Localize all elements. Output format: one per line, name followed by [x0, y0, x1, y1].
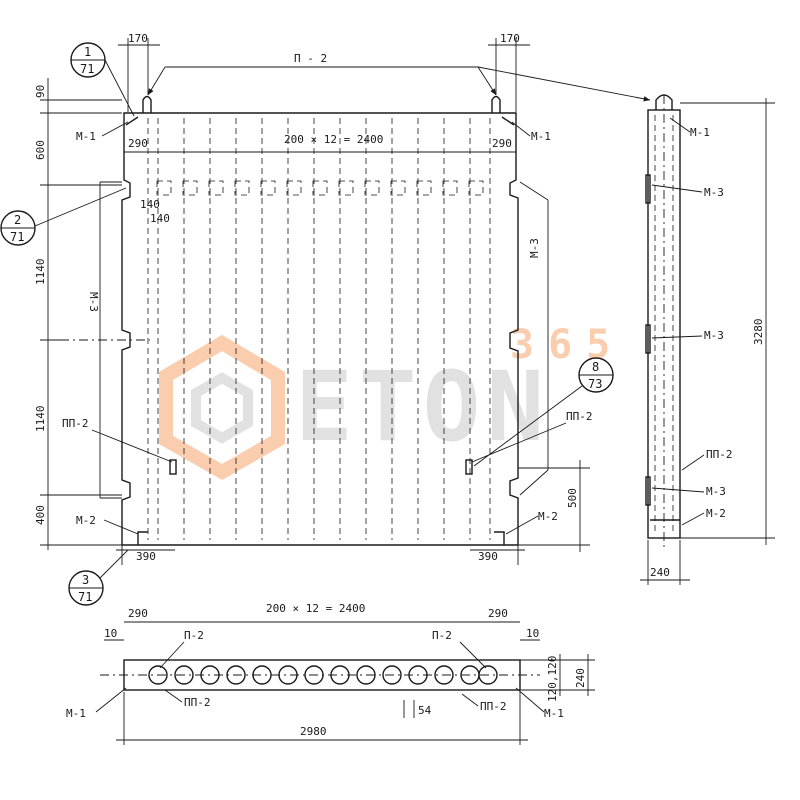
plan-label-p2-left: П-2	[184, 629, 204, 642]
callout-8-top: 8	[592, 360, 599, 374]
plan-dim-120: 120,120	[546, 656, 559, 702]
dim-290-right: 290	[492, 137, 512, 150]
plan-dim-290-left: 290	[128, 607, 148, 620]
plan-dim-54: 54	[418, 704, 432, 717]
side-m3-a	[645, 174, 651, 204]
callout-8-bottom: 73	[588, 377, 602, 391]
dim-500: 500	[566, 488, 579, 508]
dim-170-right: 170	[500, 32, 520, 45]
plan-dim-290-right: 290	[488, 607, 508, 620]
callout-2-71: 2 71	[0, 187, 127, 246]
plan-view: 290 200 × 12 = 2400 290 10 10 П-2 П-2 ПП…	[66, 602, 595, 745]
dim-170-left: 170	[128, 32, 148, 45]
panel-outline	[121, 112, 519, 546]
embed-m1-right	[501, 116, 515, 126]
front-view: 90 600 1140 1140 400 170 170 П - 2	[0, 32, 651, 606]
label-m1-left: М-1	[76, 130, 96, 143]
dim-140-b: 140	[150, 212, 170, 225]
dim-pitch-front: 200 × 12 = 2400	[284, 133, 383, 146]
plan-label-m1-right: М-1	[544, 707, 564, 720]
plan-dim-total: 2980	[300, 725, 327, 738]
label-m2-right: М-2	[538, 510, 558, 523]
side-label-m3-b: М-3	[704, 329, 724, 342]
plan-label-m1-left: М-1	[66, 707, 86, 720]
label-m1-right: М-1	[531, 130, 551, 143]
left-dimension-chain: 90 600 1140 1140 400	[34, 78, 122, 550]
side-label-pp2: ПП-2	[706, 448, 733, 461]
plan-label-p2-right: П-2	[432, 629, 452, 642]
watermark-logo-icon	[159, 334, 285, 481]
plan-voids	[148, 665, 498, 685]
dim-400: 400	[34, 505, 47, 525]
dim-90: 90	[34, 85, 47, 98]
watermark-number: 365	[510, 322, 624, 368]
callout-1-top: 1	[84, 45, 91, 59]
dim-390-right: 390	[478, 550, 498, 563]
callout-3-71: 3 71	[68, 549, 129, 606]
side-label-m3-a: М-3	[704, 186, 724, 199]
upper-inner-dims: 290 200 × 12 = 2400 290 140 140	[124, 133, 516, 225]
embed-m1-left	[125, 116, 139, 126]
label-p2-group: П - 2	[147, 52, 651, 102]
side-dim-width: 240	[650, 566, 670, 579]
side-m3-c	[645, 476, 651, 506]
side-view: М-1 М-3 М-3 ПП-2 М-3 М-2 3280 240	[640, 94, 775, 585]
side-dim-height: 3280	[752, 319, 765, 346]
embed-pp2-right	[465, 459, 473, 475]
callout-3-top: 3	[82, 573, 89, 587]
bottom-dims-390: 390 390	[116, 545, 525, 565]
label-m3-right: М-3	[528, 238, 541, 258]
void-hidden-lines	[147, 118, 491, 540]
dim-390-left: 390	[136, 550, 156, 563]
m3-right-group: М-3	[519, 181, 549, 496]
label-pp2-right: ПП-2	[566, 410, 593, 423]
callout-8-73: 8 73	[473, 357, 614, 467]
callout-1-71: 1 71	[70, 42, 135, 117]
side-m3-b	[645, 324, 651, 354]
plan-dim-240: 240	[574, 668, 587, 688]
label-m2-left: М-2	[76, 514, 96, 527]
square-openings	[156, 180, 484, 196]
callout-1-bottom: 71	[80, 62, 94, 76]
m3-left-group: М-3	[87, 181, 122, 499]
dim-1140-b: 1140	[34, 406, 47, 433]
callout-3-bottom: 71	[78, 590, 92, 604]
watermark: ETON 365	[159, 322, 624, 481]
embed-m2-left	[137, 531, 148, 545]
label-m3-left: М-3	[87, 292, 100, 312]
side-label-m2: М-2	[706, 507, 726, 520]
right-dim-500: 500	[518, 460, 590, 552]
label-p2: П - 2	[294, 52, 327, 65]
side-label-m3-c: М-3	[706, 485, 726, 498]
plan-dim-10-left: 10	[104, 627, 117, 640]
dim-1140-a: 1140	[34, 259, 47, 286]
dim-600: 600	[34, 140, 47, 160]
label-pp2-left: ПП-2	[62, 417, 89, 430]
embed-m2-right	[494, 531, 505, 545]
plan-dim-10-right: 10	[526, 627, 539, 640]
callout-2-top: 2	[14, 213, 21, 227]
plan-label-pp2-right: ПП-2	[480, 700, 507, 713]
side-lifting-loop	[655, 94, 673, 110]
callout-2-bottom: 71	[10, 230, 24, 244]
plan-dim-pitch: 200 × 12 = 2400	[266, 602, 365, 615]
side-label-m1: М-1	[690, 126, 710, 139]
dim-290-left: 290	[128, 137, 148, 150]
top-dimensions: 170 170	[118, 32, 530, 112]
plan-label-pp2-left: ПП-2	[184, 696, 211, 709]
dim-140-a: 140	[140, 198, 160, 211]
embed-pp2-left	[169, 459, 177, 475]
lifting-loops	[142, 95, 501, 113]
